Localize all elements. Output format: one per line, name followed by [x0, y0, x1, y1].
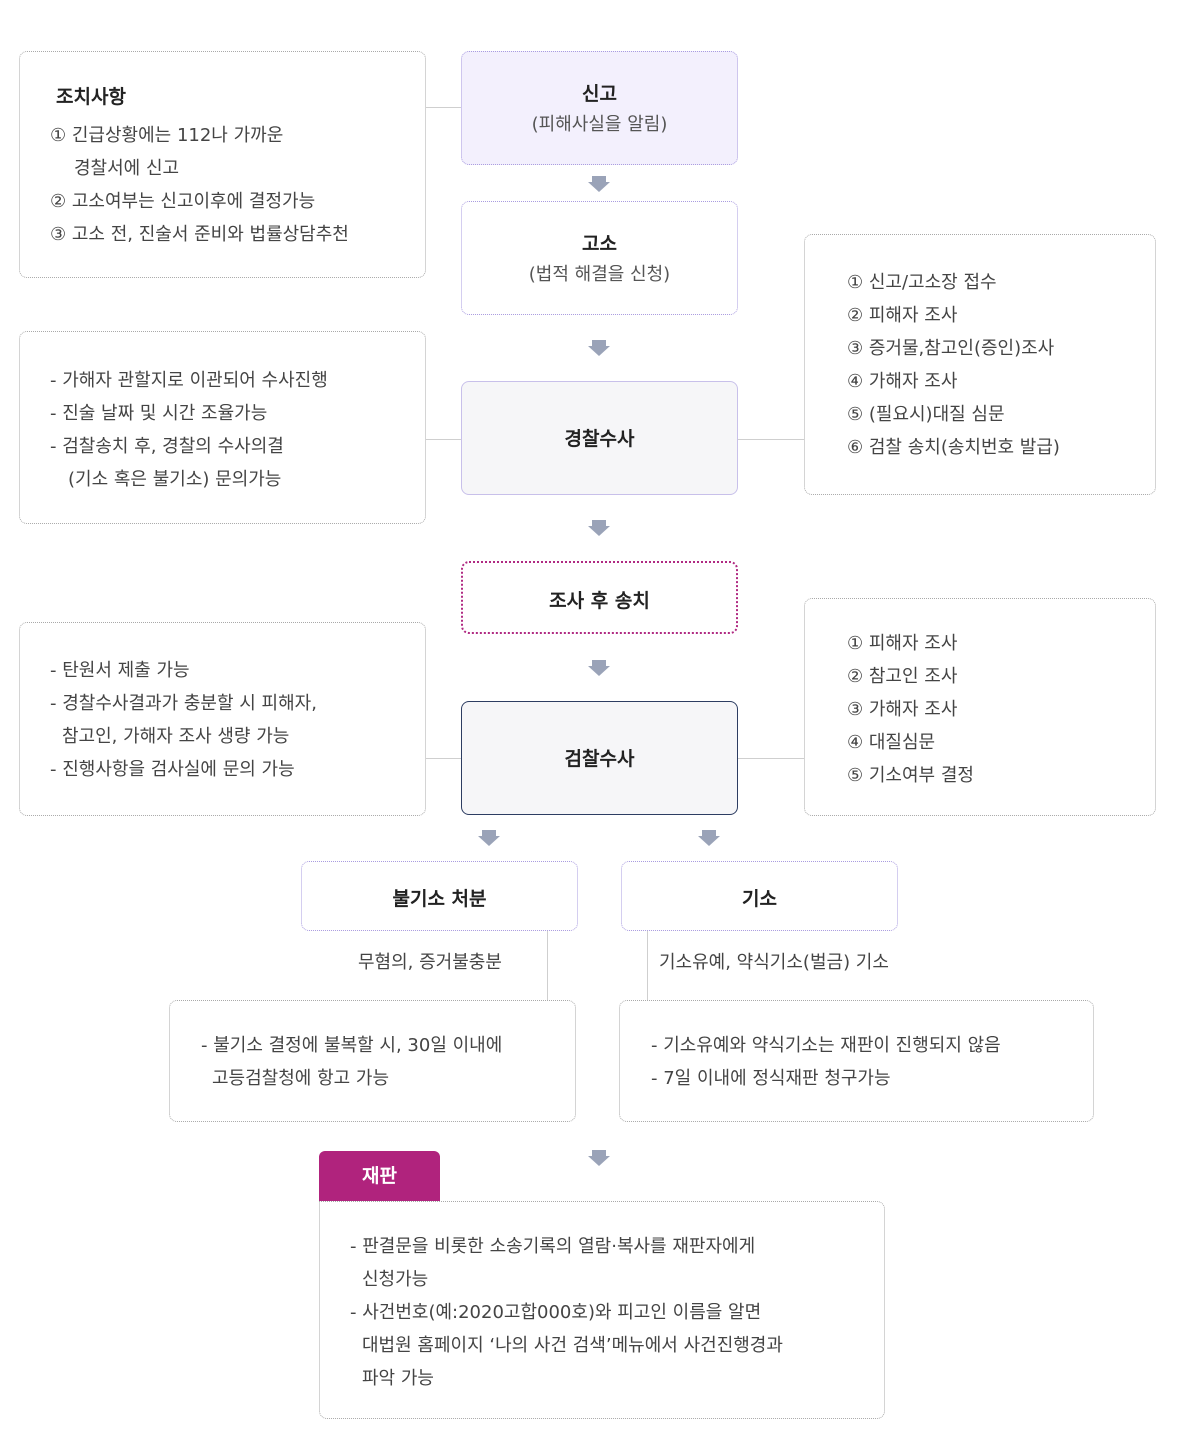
police-process-item: ⑤ (필요시)대질 심문 — [847, 404, 1005, 425]
measures-title: 조치사항 — [56, 86, 126, 108]
trial-note: - 사건번호(예:2020고합000호)와 피고인 이름을 알면 — [350, 1302, 762, 1323]
police-notes-box: - 가해자 관할지로 이관되어 수사진행 - 진술 날짜 및 시간 조율가능 -… — [19, 331, 426, 524]
trial-note: 대법원 홈페이지 ‘나의 사건 검색’메뉴에서 사건진행경과 — [362, 1335, 783, 1356]
prosecution-investigation-title: 검찰수사 — [564, 748, 635, 770]
connector-line — [425, 758, 462, 759]
trial-notes-box: - 판결문을 비롯한 소송기록의 열람·복사를 재판자에게 신청가능 - 사건번… — [319, 1201, 885, 1419]
non-indictment-title: 불기소 처분 — [392, 888, 487, 910]
non-indictment-reason: 무혐의, 증거불충분 — [358, 952, 502, 973]
complaint-subtitle: (법적 해결을 신청) — [528, 264, 671, 285]
non-indictment-notes-box: - 불기소 결정에 불복할 시, 30일 이내에 고등검찰청에 항고 가능 — [169, 1000, 576, 1122]
indictment-step: 기소 — [621, 861, 898, 931]
trial-note: 신청가능 — [362, 1269, 429, 1290]
measures-item: ③ 고소 전, 진술서 준비와 법률상담추천 — [50, 224, 349, 245]
prosecution-process-item: ① 피해자 조사 — [847, 633, 958, 654]
police-note: - 검찰송치 후, 경찰의 수사의결 — [50, 436, 284, 457]
flow-arrow-down — [588, 660, 610, 676]
prosecution-process-item: ④ 대질심문 — [847, 732, 936, 753]
flow-arrow-down — [478, 830, 500, 846]
police-note: - 진술 날짜 및 시간 조율가능 — [50, 403, 268, 424]
connector-line — [425, 439, 462, 440]
report-title: 신고 — [582, 83, 617, 105]
flow-arrow-down — [588, 176, 610, 192]
police-investigation-step: 경찰수사 — [461, 381, 738, 495]
indictment-note: - 기소유예와 약식기소는 재판이 진행되지 않음 — [651, 1035, 1001, 1056]
transfer-step: 조사 후 송치 — [461, 561, 738, 634]
indictment-note: - 7일 이내에 정식재판 청구가능 — [651, 1068, 891, 1089]
indictment-notes-box: - 기소유예와 약식기소는 재판이 진행되지 않음 - 7일 이내에 정식재판 … — [619, 1000, 1094, 1122]
police-note: (기소 혹은 불기소) 문의가능 — [68, 469, 282, 490]
non-indictment-note: - 불기소 결정에 불복할 시, 30일 이내에 — [201, 1035, 503, 1056]
prosecution-note: - 진행사항을 검사실에 문의 가능 — [50, 759, 295, 780]
prosecution-note: - 경찰수사결과가 충분할 시 피해자, — [50, 693, 317, 714]
prosecution-notes-box: - 탄원서 제출 가능 - 경찰수사결과가 충분할 시 피해자, 참고인, 가해… — [19, 622, 426, 816]
indictment-title: 기소 — [742, 888, 777, 910]
non-indictment-note: 고등검찰청에 항고 가능 — [212, 1068, 390, 1089]
police-process-item: ④ 가해자 조사 — [847, 371, 958, 392]
prosecution-process-item: ③ 가해자 조사 — [847, 699, 958, 720]
transfer-title: 조사 후 송치 — [549, 590, 650, 612]
trial-badge: 재판 — [319, 1151, 440, 1202]
prosecution-note: 참고인, 가해자 조사 생량 가능 — [62, 726, 290, 747]
report-subtitle: (피해사실을 알림) — [531, 114, 668, 135]
connector-line — [647, 930, 648, 1000]
police-process-item: ③ 증거물,참고인(증인)조사 — [847, 338, 1055, 359]
flow-arrow-down — [588, 340, 610, 356]
flow-arrow-down — [698, 830, 720, 846]
police-investigation-title: 경찰수사 — [564, 428, 635, 450]
indictment-reason: 기소유예, 약식기소(벌금) 기소 — [659, 952, 889, 973]
prosecution-investigation-step: 검찰수사 — [461, 701, 738, 815]
prosecution-process-item: ② 참고인 조사 — [847, 666, 958, 687]
measures-box: 조치사항 ① 긴급상황에는 112나 가까운 경찰서에 신고 ② 고소여부는 신… — [19, 51, 426, 278]
connector-line — [547, 930, 548, 1000]
police-process-item: ② 피해자 조사 — [847, 305, 958, 326]
connector-line — [425, 107, 462, 108]
prosecution-note: - 탄원서 제출 가능 — [50, 660, 190, 681]
police-process-box: ① 신고/고소장 접수 ② 피해자 조사 ③ 증거물,참고인(증인)조사 ④ 가… — [804, 234, 1156, 495]
police-process-item: ① 신고/고소장 접수 — [847, 272, 997, 293]
measures-item: ② 고소여부는 신고이후에 결정가능 — [50, 191, 316, 212]
complaint-step: 고소 (법적 해결을 신청) — [461, 201, 738, 315]
police-note: - 가해자 관할지로 이관되어 수사진행 — [50, 370, 328, 391]
connector-line — [737, 439, 805, 440]
prosecution-process-box: ① 피해자 조사 ② 참고인 조사 ③ 가해자 조사 ④ 대질심문 ⑤ 기소여부… — [804, 598, 1156, 816]
measures-item: 경찰서에 신고 — [74, 158, 180, 179]
complaint-title: 고소 — [582, 233, 617, 255]
report-step: 신고 (피해사실을 알림) — [461, 51, 738, 165]
trial-note: 파악 가능 — [362, 1368, 434, 1389]
prosecution-process-item: ⑤ 기소여부 결정 — [847, 765, 974, 786]
flow-arrow-down — [588, 1150, 610, 1166]
measures-item: ① 긴급상황에는 112나 가까운 — [50, 125, 284, 146]
non-indictment-step: 불기소 처분 — [301, 861, 578, 931]
connector-line — [737, 758, 805, 759]
police-process-item: ⑥ 검찰 송치(송치번호 발급) — [847, 437, 1060, 458]
trial-note: - 판결문을 비롯한 소송기록의 열람·복사를 재판자에게 — [350, 1236, 756, 1257]
flow-arrow-down — [588, 520, 610, 536]
